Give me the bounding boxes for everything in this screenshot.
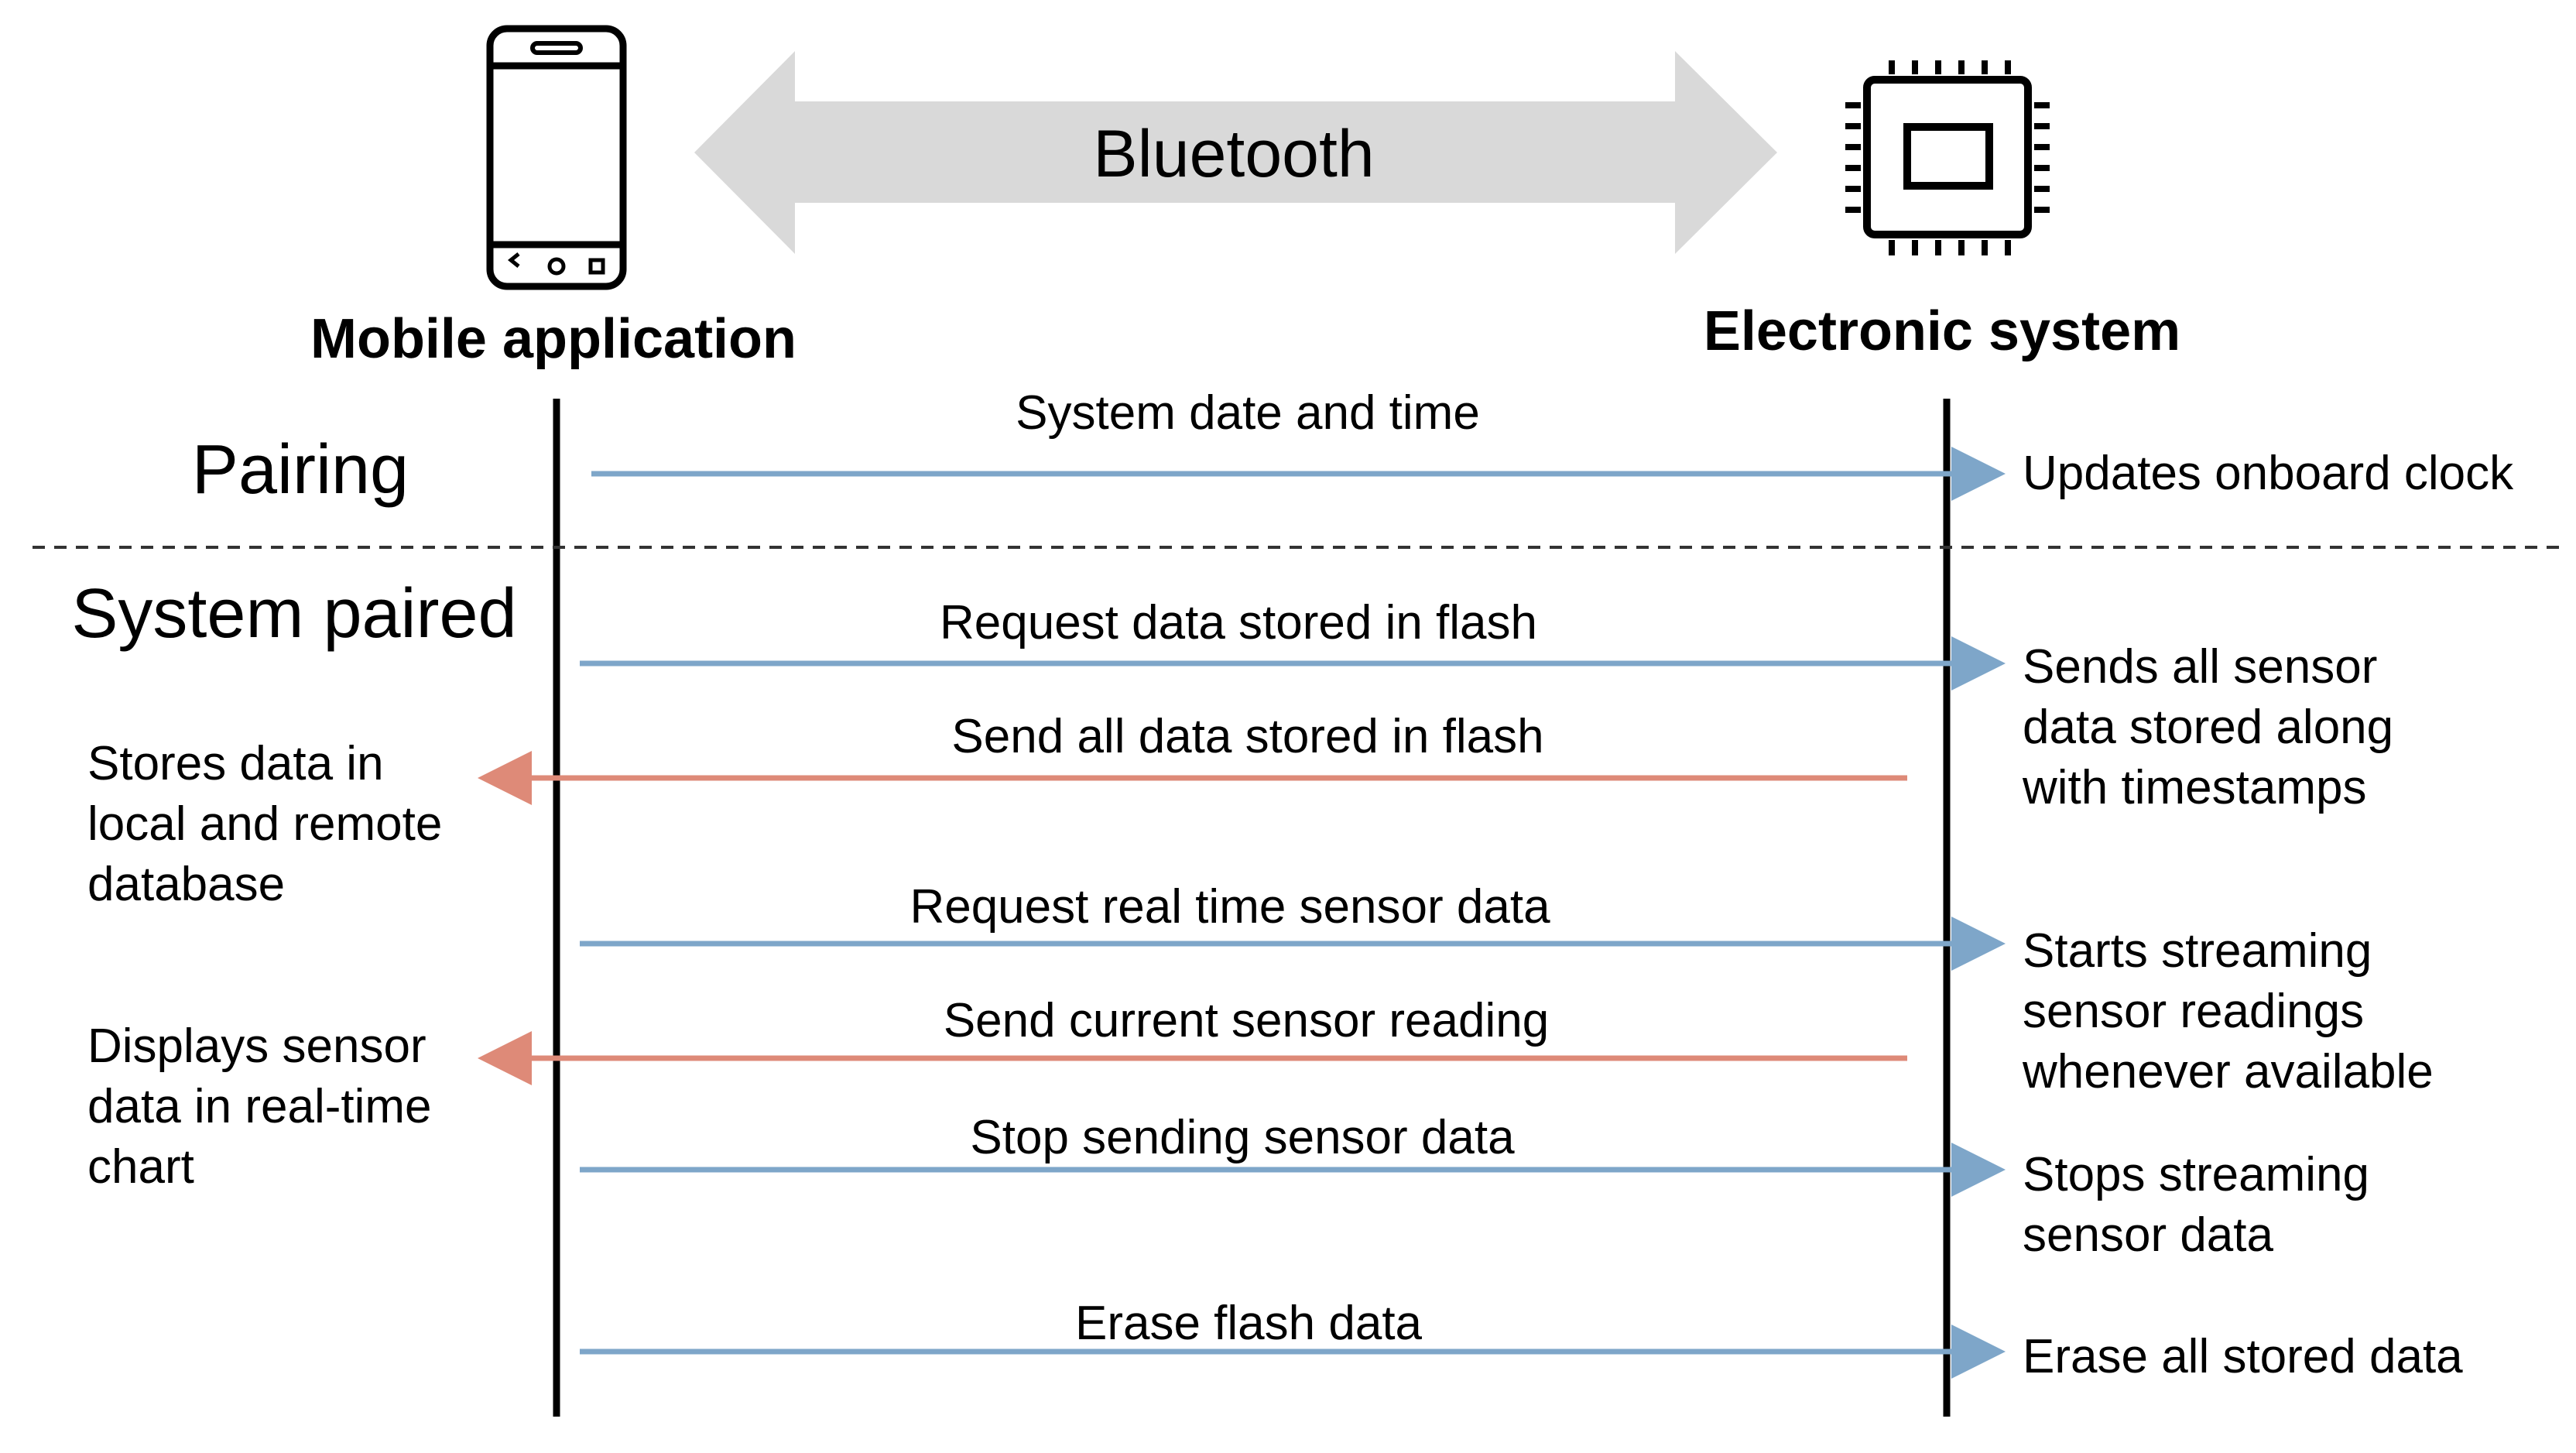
message-label: Request real time sensor data: [909, 880, 1550, 934]
message-label: Stop sending sensor data: [970, 1111, 1515, 1164]
electronic-system-heading: Electronic system: [1703, 300, 2181, 362]
bidirectional-arrow-icon: [694, 51, 1777, 254]
device-note: Stops streaming sensor data: [2023, 1148, 2369, 1262]
app-note: Displays sensor data in real-time chart: [87, 1019, 432, 1194]
bluetooth-label: Bluetooth: [1093, 117, 1375, 191]
device-note: Erase all stored data: [2023, 1330, 2463, 1383]
paired-section-label: System paired: [71, 575, 517, 653]
app-note: Stores data in local and remote database: [87, 737, 443, 911]
microchip-icon: [1845, 60, 2050, 255]
message-label: Erase flash data: [1074, 1297, 1423, 1350]
message-label: Send current sensor reading: [943, 994, 1550, 1047]
device-note: Starts streaming sensor readings wheneve…: [2023, 924, 2434, 1098]
smartphone-icon: [486, 25, 627, 290]
pairing-section-label: Pairing: [191, 431, 409, 509]
mobile-application-heading: Mobile application: [310, 308, 797, 370]
device-note: Updates onboard clock: [2023, 447, 2514, 500]
device-note: Sends all sensor data stored along with …: [2023, 640, 2394, 814]
message-label: System date and time: [1016, 386, 1480, 440]
message-label: Request data stored in flash: [939, 596, 1538, 649]
message-label: Send all data stored in flash: [951, 710, 1544, 763]
